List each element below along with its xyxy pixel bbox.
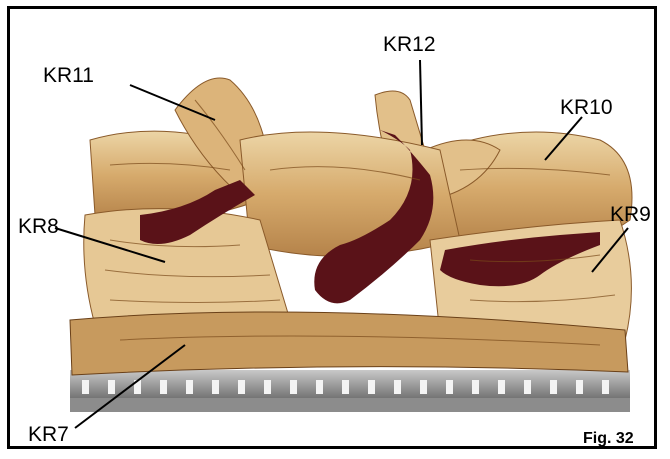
label-kr7: KR7	[28, 424, 69, 445]
leader-kr12	[420, 60, 422, 145]
label-kr12: KR12	[383, 34, 436, 55]
label-kr10: KR10	[560, 97, 613, 118]
label-kr8: KR8	[18, 216, 59, 237]
label-kr9: KR9	[610, 204, 651, 225]
figure-caption: Fig. 32	[583, 431, 634, 447]
grate	[70, 370, 630, 412]
label-kr11: KR11	[43, 65, 94, 86]
